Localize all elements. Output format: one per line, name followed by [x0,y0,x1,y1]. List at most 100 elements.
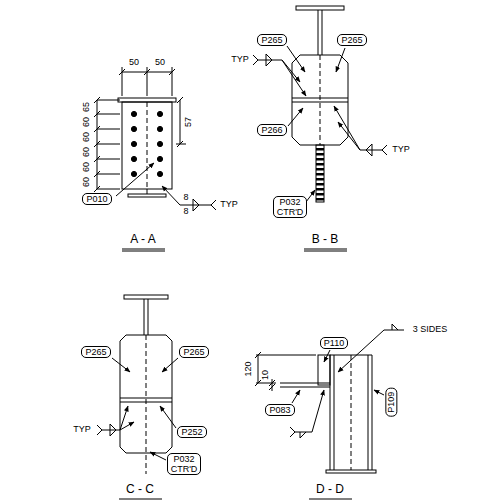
dimension-label: TYP [230,55,250,65]
section-b-b-stroke-stroke [316,158,324,161]
section-d-d-stroke [326,470,376,473]
section-b-b-stroke [287,46,305,72]
section-b-b-stroke-stroke [316,173,324,176]
section-d-d [255,324,404,499]
section-b-b-stroke [282,60,306,96]
section-b-b-stroke [306,190,315,202]
section-c-c-stroke [102,430,120,431]
section-a-a-stroke [147,189,148,194]
section-b-b-stroke [360,150,382,151]
part-number: P265 [341,35,362,45]
section-c-c-stroke [120,422,134,430]
part-number: P265 [183,347,204,357]
section-a-a-stroke-stroke [131,171,136,176]
section-a-a-stroke [122,102,172,189]
section-a-a-stroke [180,205,211,206]
callout-bubble: P265 [337,34,366,46]
section-title: D - D [315,483,345,496]
section-c-c-stroke [160,406,176,428]
section-d-d-stroke [368,355,369,470]
section-b-b-stroke-stroke [316,183,324,186]
dimension-label: 50 [128,58,140,68]
section-a-a-stroke-stroke [131,126,136,131]
section-d-d-stroke [290,427,295,437]
section-a-a-stroke [94,97,120,192]
section-d-d-stroke [384,330,404,331]
dimension-label: 3 SIDES [412,325,449,335]
section-d-d-stroke [292,390,300,403]
section-b-b-stroke-stroke [316,168,324,171]
section-d-d-stroke [269,380,275,390]
section-b-b-stroke [304,251,347,252]
section-b-b-stroke-stroke [316,178,324,181]
section-d-d-stroke [295,432,312,433]
dimension-label: 8 [182,193,189,203]
callout-bubble: P083 [265,404,294,416]
section-b-b-stroke [336,48,345,72]
section-a-a-stroke [122,251,165,252]
section-c-c-stroke [112,358,130,372]
section-a-a-stroke [211,200,216,210]
section-c-c-stroke [162,358,178,372]
dimension-label: TYP [391,145,411,155]
dimension-label: 60 [82,130,92,142]
part-number: P110 [324,338,344,348]
section-d-d-stroke [280,383,330,384]
section-b-b-stroke [366,144,372,156]
dimension-label: 60 [82,145,92,157]
section-d-d-stroke [372,355,373,470]
section-d-d-stroke [351,355,352,470]
section-d-d-stroke [312,390,324,432]
part-number: P010 [86,194,107,204]
section-a-a-stroke [118,98,176,102]
section-a-a-stroke-stroke [157,141,162,146]
section-b-b-stroke [253,55,258,65]
dimension-label: 57 [184,116,194,128]
section-b-b-stroke-stroke [316,198,324,201]
section-a-a [94,67,216,251]
section-c-c-stroke [148,299,149,335]
section-a-a-stroke-stroke [94,111,120,117]
part-number: P032 CTR'D [171,454,198,475]
callout-bubble: P266 [257,124,286,136]
section-c-c-stroke [110,424,116,436]
section-c-c-stroke [120,398,172,399]
section-b-b-stroke-stroke [316,193,324,196]
section-b-b-stroke [288,108,303,126]
section-b-b-stroke [338,122,360,150]
section-c-c-stroke [120,402,172,403]
section-title: C - C [125,483,155,496]
section-d-d-stroke [309,499,352,500]
section-b-b-stroke [304,249,347,250]
callout-bubble: P252 [177,426,206,438]
section-a-a-stroke-stroke [94,97,120,103]
section-a-a-stroke [162,186,180,205]
section-d-d-stroke [392,324,398,330]
section-b-b-stroke [318,10,319,55]
section-a-a-stroke [180,100,181,144]
dimension-label: 8 [182,207,189,217]
section-a-a-stroke [147,102,148,189]
section-a-a-stroke-stroke [157,171,162,176]
callout-bubble: P265 [81,346,110,358]
callout-bubble: P110 [320,337,348,349]
section-d-d-stroke [272,379,273,391]
part-number: P252 [181,427,202,437]
dimension-label: 50 [154,58,166,68]
section-c-c-stroke [97,425,102,435]
section-title: B - B [311,233,340,246]
section-d-d-stroke [334,355,335,470]
callout-bubble: P265 [257,34,286,46]
callout-bubble: P265 [179,346,208,358]
section-title: A - A [129,233,156,246]
section-b-b-stroke [316,145,324,202]
section-a-a-stroke-stroke [94,126,120,132]
section-c-c-stroke [124,295,168,299]
section-b-b-stroke-stroke [316,153,324,156]
section-d-d-stroke [280,387,330,388]
section-a-a-stroke-stroke [94,156,120,162]
callout-bubble: P010 [82,193,111,205]
dimension-label: 60 [82,160,92,172]
section-b-b-stroke [292,102,348,103]
section-c-c-stroke [150,452,166,460]
